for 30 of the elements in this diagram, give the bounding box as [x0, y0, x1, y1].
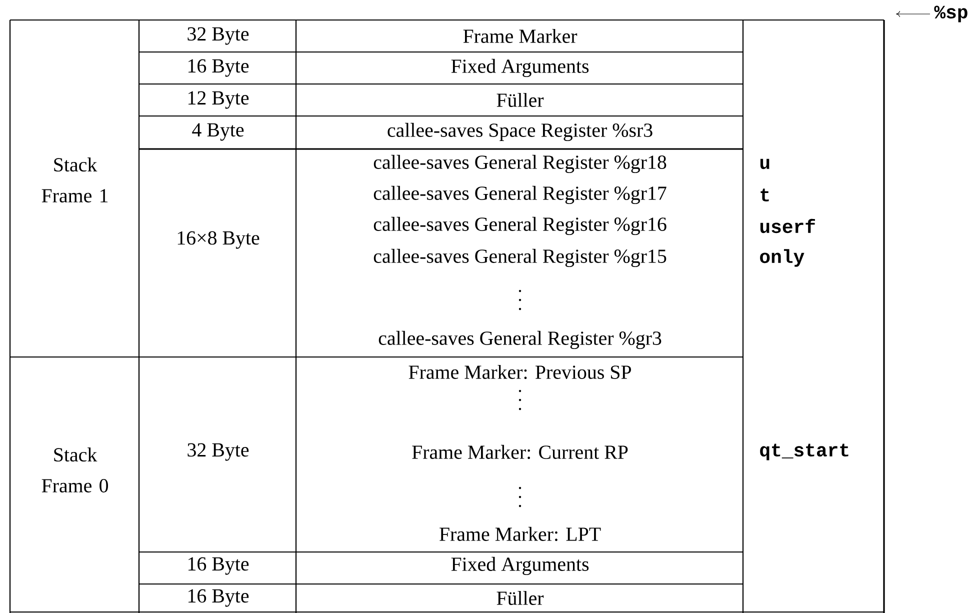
- frame-label: Stack Frame 1: [42, 158, 108, 202]
- size-label: 16×8 Byte: [178, 231, 260, 249]
- field-label: Fixed Arguments: [451, 58, 589, 78]
- field-label: Frame Marker: Current RP: [412, 444, 628, 460]
- field-label: callee-saves General Register %gr18: [374, 154, 666, 174]
- field-label: callee-saves Space Register %sr3: [388, 122, 652, 142]
- size-label: 16 Byte: [188, 59, 249, 77]
- frame-label: Stack Frame 0: [42, 448, 108, 492]
- field-label: Füller: [496, 590, 544, 605]
- field-label: Frame Marker: LPT: [440, 526, 601, 542]
- size-label: 4 Byte: [192, 123, 244, 141]
- register-note: qt_start: [760, 444, 848, 460]
- pointer-label: %sp: [934, 6, 968, 22]
- field-label: callee-saves General Register %gr3: [378, 330, 662, 350]
- size-label: 32 Byte: [188, 443, 249, 461]
- size-label: 12 Byte: [188, 91, 249, 109]
- register-note: t: [760, 188, 769, 202]
- field-label: callee-saves General Register %gr16: [374, 216, 666, 236]
- size-label: 16 Byte: [188, 557, 249, 575]
- register-note: u: [760, 158, 770, 170]
- field-label: Frame Marker: Previous SP: [408, 364, 631, 380]
- register-note: only: [760, 249, 804, 267]
- register-note: userf: [760, 218, 815, 234]
- field-label: callee-saves General Register %gr17: [374, 186, 666, 204]
- field-label: Frame Marker: [463, 28, 578, 43]
- size-label: 16 Byte: [188, 589, 249, 607]
- field-label: Füller: [496, 92, 544, 107]
- field-label: callee-saves General Register %gr15: [374, 248, 666, 268]
- size-label: 32 Byte: [188, 27, 249, 45]
- field-label: Fixed Arguments: [451, 556, 589, 576]
